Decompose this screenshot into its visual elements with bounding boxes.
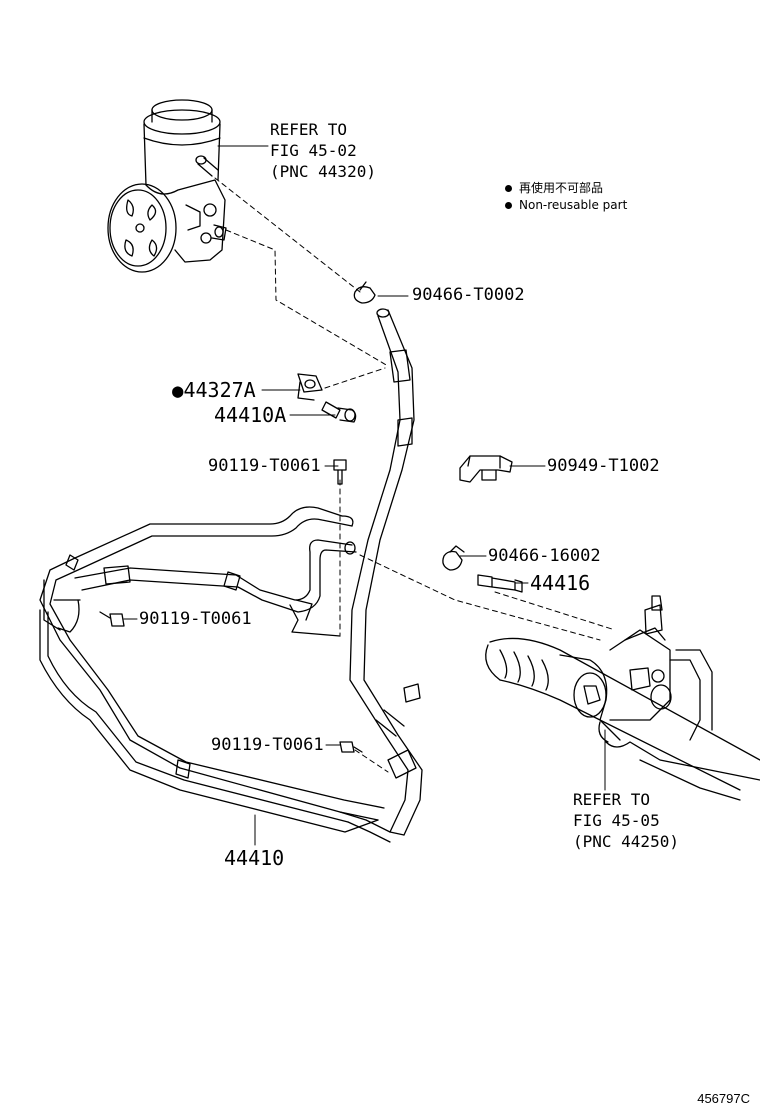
refer-to-fig-45-02[interactable]: REFER TO FIG 45-02 (PNC 44320) xyxy=(270,119,376,182)
part-label-44410[interactable]: 44410 xyxy=(224,846,285,870)
bullet-icon xyxy=(505,185,512,192)
refer-line-3: (PNC 44320) xyxy=(270,162,376,181)
refer-to-fig-45-05[interactable]: REFER TO FIG 45-05 (PNC 44250) xyxy=(573,789,679,852)
part-label-90466-T0002[interactable]: 90466-T0002 xyxy=(412,285,525,305)
pressure-hose xyxy=(349,308,423,836)
label-leader-lines xyxy=(123,145,606,846)
legend-text: Non-reusable part xyxy=(519,198,628,212)
bolt-90119-T0061-top xyxy=(333,459,347,485)
clip-90466-16002 xyxy=(442,545,465,571)
part-label-90119-T0061-top[interactable]: 90119-T0061 xyxy=(208,456,321,476)
part-label-44410A[interactable]: 44410A xyxy=(214,403,287,427)
union-bolt-44410A xyxy=(321,401,357,423)
non-reusable-mark-icon: ● xyxy=(172,380,184,402)
part-label-44416[interactable]: 44416 xyxy=(530,571,591,595)
legend-text: 再使用不可部品 xyxy=(519,181,604,195)
clip-90466-T0002 xyxy=(353,281,376,304)
bolt-90119-T0061-bottom xyxy=(339,741,363,753)
refer-line-1: REFER TO xyxy=(573,790,651,809)
steering-gear-assembly xyxy=(485,595,760,801)
legend: 再使用不可部品 Non-reusable part xyxy=(505,180,627,214)
vane-pump-assembly xyxy=(107,99,227,273)
part-label-90466-16002[interactable]: 90466-16002 xyxy=(488,546,601,566)
part-label-90949-T1002[interactable]: 90949-T1002 xyxy=(547,456,660,476)
gasket-44327A xyxy=(297,373,323,401)
bullet-icon xyxy=(505,202,512,209)
refer-line-1: REFER TO xyxy=(270,120,348,139)
part-label-90119-T0061-bottom[interactable]: 90119-T0061 xyxy=(211,735,324,755)
assembly-leader-lines xyxy=(214,177,616,773)
union-44416 xyxy=(477,574,523,593)
legend-item-japanese: 再使用不可部品 xyxy=(505,180,627,197)
bolt-90119-T0061-left xyxy=(99,611,125,627)
part-label-44327A[interactable]: ●44327A xyxy=(172,379,256,402)
part-label-90119-T0061-left[interactable]: 90119-T0061 xyxy=(139,609,252,629)
refer-line-2: FIG 45-02 xyxy=(270,141,357,160)
part-number: 44327A xyxy=(183,378,256,402)
diagram-code: 456797C xyxy=(697,1091,750,1106)
legend-item-english: Non-reusable part xyxy=(505,197,627,214)
clamp-90949-T1002 xyxy=(459,455,513,483)
refer-line-2: FIG 45-05 xyxy=(573,811,660,830)
refer-line-3: (PNC 44250) xyxy=(573,832,679,851)
return-tube-44410 xyxy=(39,506,405,843)
